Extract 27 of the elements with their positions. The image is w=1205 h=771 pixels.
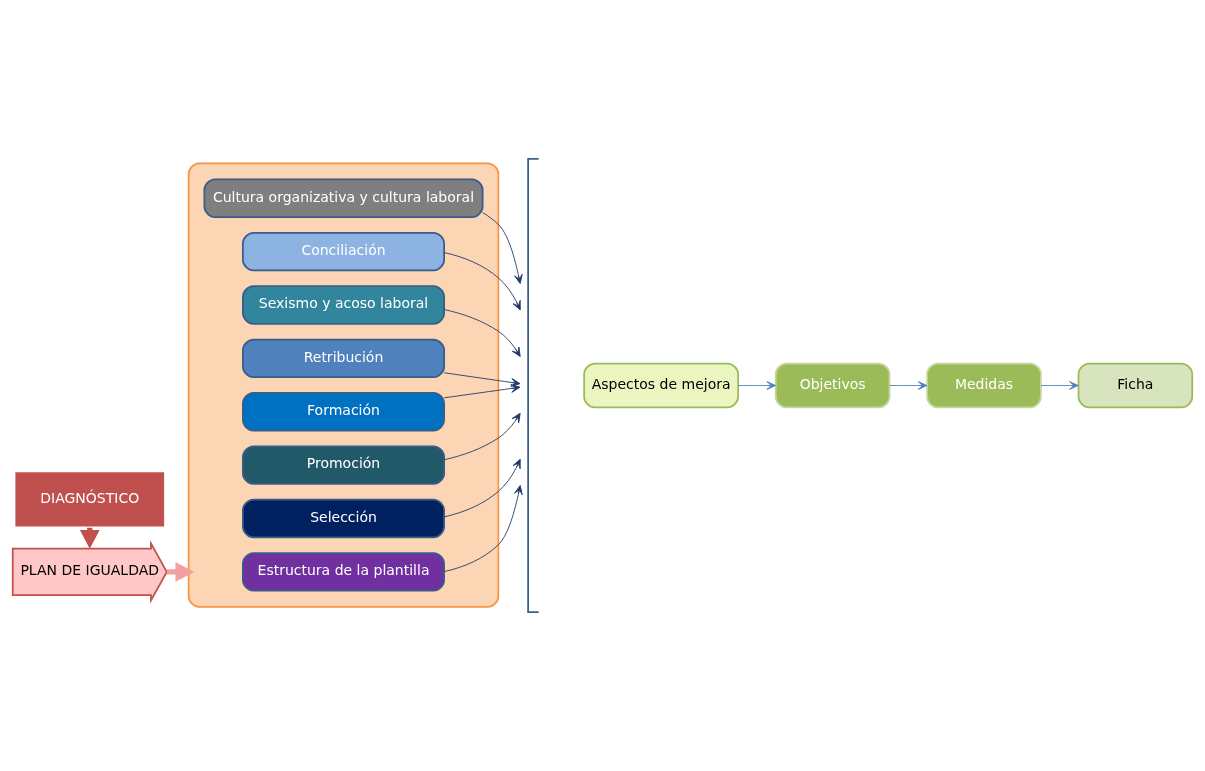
node-box: Retribución xyxy=(242,338,445,379)
cluster xyxy=(187,162,500,608)
arrow xyxy=(443,384,521,399)
arrow xyxy=(443,252,521,311)
arrow xyxy=(166,562,195,582)
arrow xyxy=(443,458,521,518)
node-box: Medidas xyxy=(926,362,1042,409)
node-bracket xyxy=(527,158,540,613)
node-box: Cultura organizativa y cultura laboral xyxy=(203,178,484,218)
node-box: Conciliación xyxy=(242,231,445,272)
arrow xyxy=(737,381,777,390)
node-box: Promoción xyxy=(242,445,445,485)
arrow xyxy=(1040,381,1079,390)
arrow xyxy=(443,309,521,357)
node-box: DIAGNÓSTICO xyxy=(12,469,167,529)
arrow xyxy=(443,372,521,387)
node-box: Formación xyxy=(242,392,445,432)
node-box: Ficha xyxy=(1077,362,1194,409)
arrow xyxy=(889,381,928,390)
node-box: Selección xyxy=(242,498,445,539)
node-box: Objetivos xyxy=(774,362,891,409)
node-box: Sexismo y acoso laboral xyxy=(242,285,445,325)
arrow xyxy=(443,412,521,461)
node-box: Aspectos de mejora xyxy=(583,362,739,409)
arrow xyxy=(444,485,523,572)
node-box: Estructura de la plantilla xyxy=(242,552,445,592)
arrow xyxy=(482,212,523,284)
